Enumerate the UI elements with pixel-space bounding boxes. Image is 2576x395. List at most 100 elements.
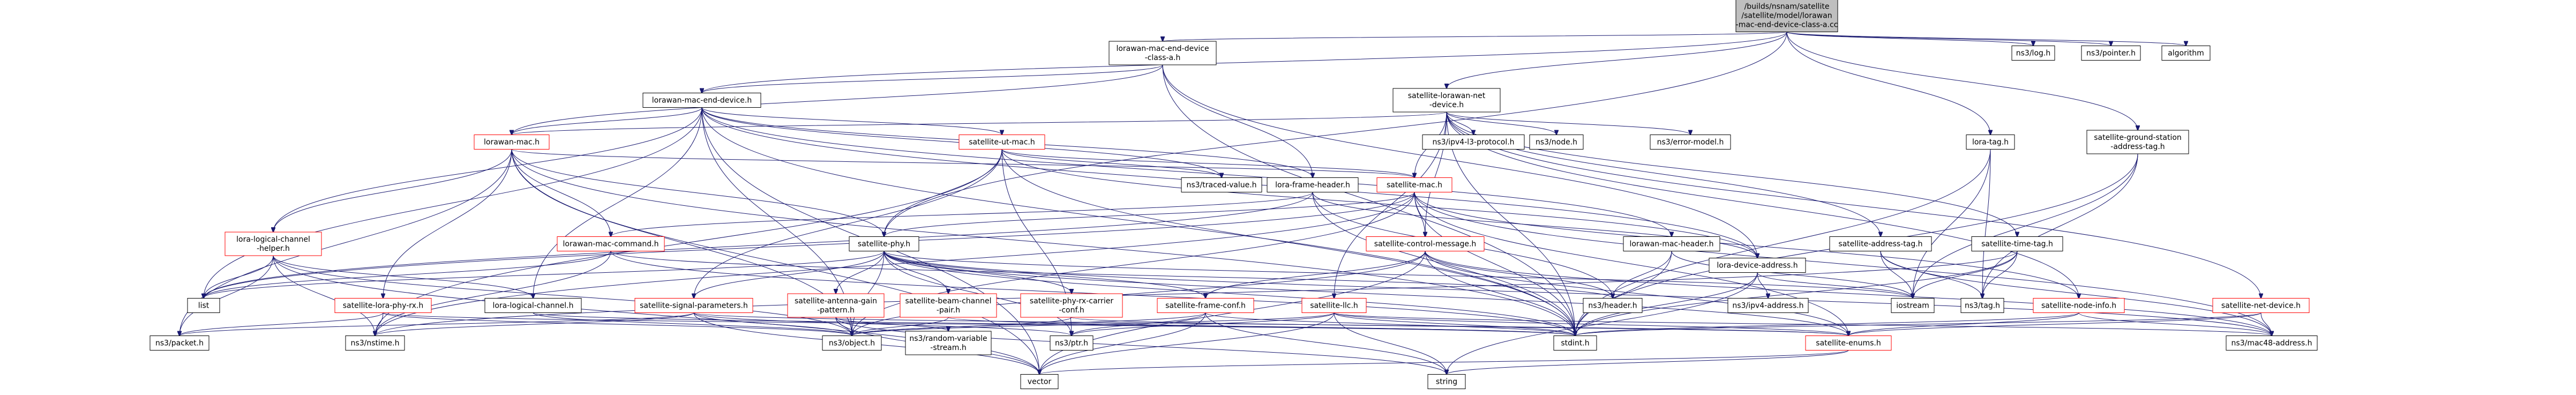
node-lorawan-mac[interactable]: lorawan-mac.h bbox=[474, 135, 550, 150]
edge-net-device-h-to-stdint bbox=[1446, 111, 1575, 336]
node-label: satellite-ut-mac.h bbox=[969, 138, 1035, 147]
node-ns3-random-variable[interactable]: ns3/random-variable-stream.h bbox=[905, 331, 992, 355]
node-lorawan-mac-header[interactable]: lorawan-mac-header.h bbox=[1623, 236, 1720, 251]
node-sat-time-tag[interactable]: satellite-time-tag.h bbox=[1971, 236, 2063, 251]
node-ns3-packet[interactable]: ns3/packet.h bbox=[149, 336, 209, 351]
node-label: ns3/log.h bbox=[2016, 49, 2050, 58]
node-traced-value[interactable]: ns3/traced-value.h bbox=[1181, 177, 1262, 192]
node-box bbox=[484, 298, 582, 313]
node-box bbox=[224, 232, 322, 256]
node-sat-enums[interactable]: satellite-enums.h bbox=[1805, 336, 1892, 351]
node-label: -pair.h bbox=[937, 306, 960, 315]
node-class-a-h[interactable]: lorawan-mac-end-device-class-a.h bbox=[1109, 41, 1217, 65]
node-lora-logical-channel[interactable]: lora-logical-channel.h bbox=[484, 298, 582, 313]
edge-sat-phy-to-sat-phy-rx-carrier-conf bbox=[883, 251, 1072, 294]
edge-root-to-lora-tag bbox=[1786, 32, 1990, 135]
node-mac48[interactable]: ns3/mac48-address.h bbox=[2226, 336, 2318, 351]
node-box bbox=[1891, 298, 1935, 313]
edge-sat-enums-to-string bbox=[1447, 350, 1849, 375]
node-ns3-header[interactable]: ns3/header.h bbox=[1583, 298, 1643, 313]
node-sat-phy-rx-carrier-conf[interactable]: satellite-phy-rx-carrier-conf.h bbox=[1020, 293, 1123, 318]
node-ns3-object[interactable]: ns3/object.h bbox=[822, 336, 882, 351]
node-lora-device-address[interactable]: lora-device-address.h bbox=[1709, 258, 1806, 273]
node-ipv4-l3[interactable]: ns3/ipv4-l3-protocol.h bbox=[1422, 135, 1525, 150]
node-label: ns3/packet.h bbox=[155, 339, 204, 348]
node-label: satellite-address-tag.h bbox=[1838, 240, 1922, 249]
edge-class-a-h-to-lora-frame-header bbox=[1162, 64, 1313, 178]
node-sat-phy[interactable]: satellite-phy.h bbox=[849, 236, 919, 251]
edge-lorawan-mac-to-sat-mac bbox=[511, 149, 1414, 178]
node-sat-net-device[interactable]: satellite-net-device.h bbox=[2212, 298, 2310, 313]
node-label: algorithm bbox=[2168, 49, 2204, 58]
node-box bbox=[1050, 336, 1094, 351]
node-sat-signal-params[interactable]: satellite-signal-parameters.h bbox=[634, 298, 753, 313]
node-lora-logical-channel-helper[interactable]: lora-logical-channel-helper.h bbox=[224, 232, 322, 256]
node-ns3-pointer[interactable]: ns3/pointer.h bbox=[2081, 46, 2141, 61]
node-box bbox=[1181, 177, 1262, 192]
node-label: lorawan-mac-command.h bbox=[563, 240, 659, 249]
node-box bbox=[634, 298, 753, 313]
node-sat-llc[interactable]: satellite-llc.h bbox=[1301, 298, 1367, 313]
edge-sat-signal-params-to-ns3-nstime bbox=[375, 312, 694, 336]
node-iostream[interactable]: iostream bbox=[1891, 298, 1935, 313]
node-sat-control-message[interactable]: satellite-control-message.h bbox=[1366, 236, 1485, 251]
node-ns3-nstime[interactable]: ns3/nstime.h bbox=[345, 336, 405, 351]
node-sat-antenna-gain[interactable]: satellite-antenna-gain-pattern.h bbox=[787, 293, 885, 318]
node-sat-mac[interactable]: satellite-mac.h bbox=[1376, 177, 1452, 192]
edge-sat-mac-to-list bbox=[204, 192, 1415, 299]
edge-end-device-h-to-lora-logical-channel bbox=[533, 107, 702, 299]
edge-sat-mac-to-sat-phy bbox=[884, 192, 1415, 237]
edge-sat-frame-conf-to-ns3-ptr bbox=[1072, 312, 1206, 336]
node-stdint[interactable]: stdint.h bbox=[1553, 336, 1597, 351]
node-lora-phy-rx[interactable]: satellite-lora-phy-rx.h bbox=[334, 298, 432, 313]
node-label: /builds/nsnam/satellite bbox=[1744, 3, 1830, 11]
node-label: list bbox=[198, 302, 209, 310]
edge-root-to-ns3-log bbox=[1786, 32, 2033, 46]
node-ns3-ipv4-address[interactable]: ns3/ipv4-address.h bbox=[1727, 298, 1809, 313]
edge-sat-control-message-to-stdint bbox=[1425, 251, 1575, 336]
node-ns3-tag[interactable]: ns3/tag.h bbox=[1960, 298, 2004, 313]
edge-sat-phy-to-iostream bbox=[883, 251, 1913, 299]
edge-end-device-h-to-ut-mac bbox=[701, 107, 1002, 135]
edge-lora-logical-channel-helper-to-ns3-packet bbox=[179, 255, 274, 336]
node-end-device-h[interactable]: lorawan-mac-end-device.h bbox=[642, 93, 761, 108]
node-lorawan-mac-command[interactable]: lorawan-mac-command.h bbox=[557, 236, 665, 251]
node-algorithm[interactable]: algorithm bbox=[2161, 46, 2211, 61]
node-gs-tag[interactable]: satellite-ground-station-address-tag.h bbox=[2086, 130, 2189, 154]
node-ns3-node[interactable]: ns3/node.h bbox=[1529, 135, 1584, 150]
node-sat-frame-conf[interactable]: satellite-frame-conf.h bbox=[1157, 298, 1254, 313]
node-box bbox=[2086, 130, 2189, 154]
node-vector[interactable]: vector bbox=[1020, 374, 1059, 389]
node-net-device-h[interactable]: satellite-lorawan-net-device.h bbox=[1392, 88, 1501, 113]
node-box bbox=[787, 293, 885, 318]
edge-layer bbox=[179, 32, 2272, 375]
node-sat-node-info[interactable]: satellite-node-info.h bbox=[2033, 298, 2125, 313]
node-ut-mac[interactable]: satellite-ut-mac.h bbox=[958, 135, 1045, 150]
edge-ut-mac-to-traced-value bbox=[1001, 149, 1222, 178]
edge-net-device-h-to-lorawan-mac bbox=[512, 111, 1447, 135]
node-sat-address-tag[interactable]: satellite-address-tag.h bbox=[1829, 236, 1932, 251]
node-lora-tag[interactable]: lora-tag.h bbox=[1966, 135, 2015, 150]
edge-sat-node-info-to-mac48 bbox=[2078, 312, 2272, 336]
node-label: -device.h bbox=[1429, 101, 1464, 109]
edge-lora-logical-channel-helper-to-list bbox=[204, 255, 274, 299]
node-box bbox=[1583, 298, 1643, 313]
edge-root-to-net-device-h bbox=[1447, 32, 1787, 89]
node-label: ns3/node.h bbox=[1536, 138, 1577, 147]
node-ns3-ptr[interactable]: ns3/ptr.h bbox=[1050, 336, 1094, 351]
edge-lorawan-mac-to-stdint bbox=[511, 149, 1575, 336]
node-sat-beam-channel[interactable]: satellite-beam-channel-pair.h bbox=[900, 293, 997, 318]
node-error-model[interactable]: ns3/error-model.h bbox=[1650, 135, 1731, 150]
edge-lorawan-mac-header-to-ns3-header bbox=[1613, 251, 1672, 299]
node-list[interactable]: list bbox=[187, 298, 220, 313]
edge-lora-logical-channel-to-ns3-object bbox=[533, 312, 852, 336]
edge-net-device-h-to-sat-control-message bbox=[1425, 111, 1447, 237]
node-box bbox=[1650, 135, 1731, 150]
node-ns3-log[interactable]: ns3/log.h bbox=[2011, 46, 2055, 61]
node-string[interactable]: string bbox=[1427, 374, 1466, 389]
node-box bbox=[1267, 177, 1359, 192]
edge-sat-mac-to-sat-node-info bbox=[1414, 192, 2079, 299]
edge-sat-llc-to-stdint bbox=[1334, 312, 1575, 336]
node-label: ns3/tag.h bbox=[1965, 302, 2000, 310]
node-lora-frame-header[interactable]: lora-frame-header.h bbox=[1267, 177, 1359, 192]
